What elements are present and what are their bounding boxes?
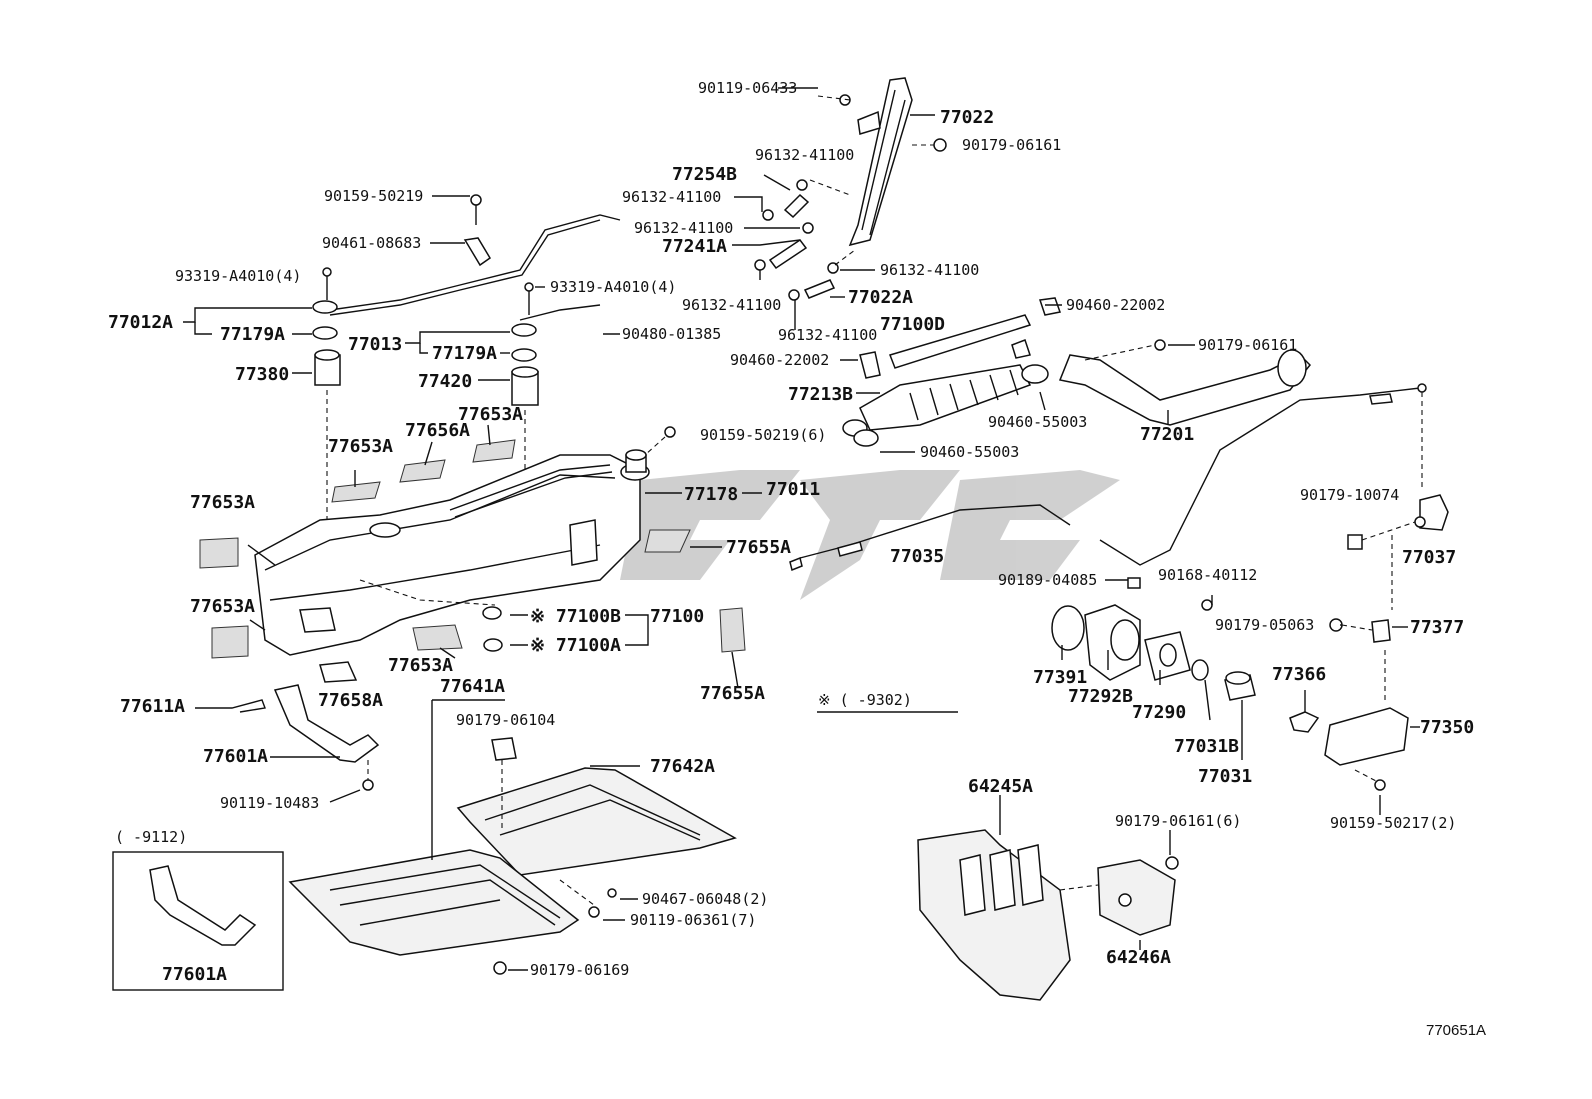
label-77100B: ※ 77100B: [530, 606, 621, 627]
label-96132-41100-e: 96132-41100: [682, 296, 781, 314]
label-77601A-a: 77601A: [203, 746, 268, 767]
label-93319-a4010-a: 93319-A4010(4): [175, 267, 301, 285]
label-77241A: 77241A: [662, 236, 727, 257]
label-96132-41100-a: 96132-41100: [755, 146, 854, 164]
label-77656A: 77656A: [405, 420, 470, 441]
label-90467-06048: 90467-06048(2): [642, 890, 768, 908]
label-90168-40112: 90168-40112: [1158, 566, 1257, 584]
label-90179-05063: 90179-05063: [1215, 616, 1314, 634]
label-77213B: 77213B: [788, 384, 853, 405]
release-cable: [789, 383, 1427, 572]
label-90159-50219-a: 90159-50219: [324, 187, 423, 205]
fuel-tank: [254, 454, 641, 656]
label-90460-55003-b: 90460-55003: [920, 443, 1019, 461]
breather-tube: [322, 194, 621, 321]
label-90179-06161-6: 90179-06161(6): [1115, 812, 1241, 830]
label-77653A-d: 77653A: [190, 596, 255, 617]
label-77601A-b: 77601A: [162, 964, 227, 985]
filler-hose: [842, 297, 1312, 447]
label-77420: 77420: [418, 371, 472, 392]
label-90159-50217: 90159-50217(2): [1330, 814, 1456, 832]
label-90461-08683: 90461-08683: [322, 234, 421, 252]
fuel-lid: [1289, 707, 1409, 791]
label-77254B: 77254B: [672, 164, 737, 185]
label-90179-06104: 90179-06104: [456, 711, 555, 729]
label-77655A-a: 77655A: [726, 537, 791, 558]
label-77013: 77013: [348, 334, 402, 355]
label-90119-06433: 90119-06433: [698, 79, 797, 97]
inset-box: [112, 851, 284, 991]
label-96132-41100-d: 96132-41100: [880, 261, 979, 279]
label-90179-06161-a: 90179-06161: [962, 136, 1061, 154]
label-77653A-a: 77653A: [328, 436, 393, 457]
label-77653A-b: 77653A: [458, 404, 523, 425]
label-77655A-b: 77655A: [700, 683, 765, 704]
tank-straps: [195, 661, 380, 791]
label-90480-01385: 90480-01385: [622, 325, 721, 343]
label-77022A: 77022A: [848, 287, 913, 308]
fuel-pump-cap: [620, 426, 676, 481]
label-77100: 77100: [650, 606, 704, 627]
tank-cushions: [312, 300, 539, 540]
label-77611A: 77611A: [120, 696, 185, 717]
label-77031: 77031: [1198, 766, 1252, 787]
label-77022: 77022: [940, 107, 994, 128]
label-90179-10074: 90179-10074: [1300, 486, 1399, 504]
heat-insulators: [917, 829, 1179, 1001]
label-64246A: 64246A: [1106, 947, 1171, 968]
label-77011: 77011: [766, 479, 820, 500]
label-77653A-c: 77653A: [190, 492, 255, 513]
label-77178: 77178: [684, 484, 738, 505]
label-77658A: 77658A: [318, 690, 383, 711]
label-77100D: 77100D: [880, 314, 945, 335]
diagram-id: 770651A: [1426, 1022, 1486, 1039]
insulator-pads: [199, 439, 746, 659]
label-90460-55003-a: 90460-55003: [988, 413, 1087, 431]
label-90119-10483: 90119-10483: [220, 794, 319, 812]
label-90460-22002-a: 90460-22002: [1066, 296, 1165, 314]
label-93319-a4010-b: 93319-A4010(4): [550, 278, 676, 296]
label-77292B: 77292B: [1068, 686, 1133, 707]
label-77031B: 77031B: [1174, 736, 1239, 757]
label-90460-22002-b: 90460-22002: [730, 351, 829, 369]
leader-lines: [183, 87, 1420, 971]
label-77100A: ※ 77100A: [530, 635, 621, 656]
label-77179A-a: 77179A: [220, 324, 285, 345]
label-77380: 77380: [235, 364, 289, 385]
label-90179-06169: 90179-06169: [530, 961, 629, 979]
label-77366: 77366: [1272, 664, 1326, 685]
label-77641A: 77641A: [440, 676, 505, 697]
filler-pipe-assembly: [754, 77, 947, 301]
note-9112: ( -9112): [115, 828, 187, 846]
label-77037: 77037: [1402, 547, 1456, 568]
label-77012A: 77012A: [108, 312, 173, 333]
label-90179-06161-b: 90179-06161: [1198, 336, 1297, 354]
label-77035: 77035: [890, 546, 944, 567]
fuel-inlet-box: [1051, 577, 1256, 701]
label-77201: 77201: [1140, 424, 1194, 445]
label-77642A: 77642A: [650, 756, 715, 777]
label-77377: 77377: [1410, 617, 1464, 638]
label-77653A-e: 77653A: [388, 655, 453, 676]
label-96132-41100-b: 96132-41100: [622, 188, 721, 206]
label-90159-50219-6: 90159-50219(6): [700, 426, 826, 444]
label-96132-41100-f: 96132-41100: [778, 326, 877, 344]
under-covers: [288, 700, 737, 975]
label-90189-04085: 90189-04085: [998, 571, 1097, 589]
note-9302: ※ ( -9302): [818, 691, 912, 709]
label-77391: 77391: [1033, 667, 1087, 688]
label-64245A: 64245A: [968, 776, 1033, 797]
part-labels: 90119-06433 77022 90179-06161 77254B 961…: [108, 79, 1486, 1039]
label-96132-41100-c: 96132-41100: [634, 219, 733, 237]
label-77290: 77290: [1132, 702, 1186, 723]
fuel-lid-opener: [1329, 494, 1449, 700]
label-77179A-b: 77179A: [432, 343, 497, 364]
label-90119-06361: 90119-06361(7): [630, 911, 756, 929]
label-77350: 77350: [1420, 717, 1474, 738]
